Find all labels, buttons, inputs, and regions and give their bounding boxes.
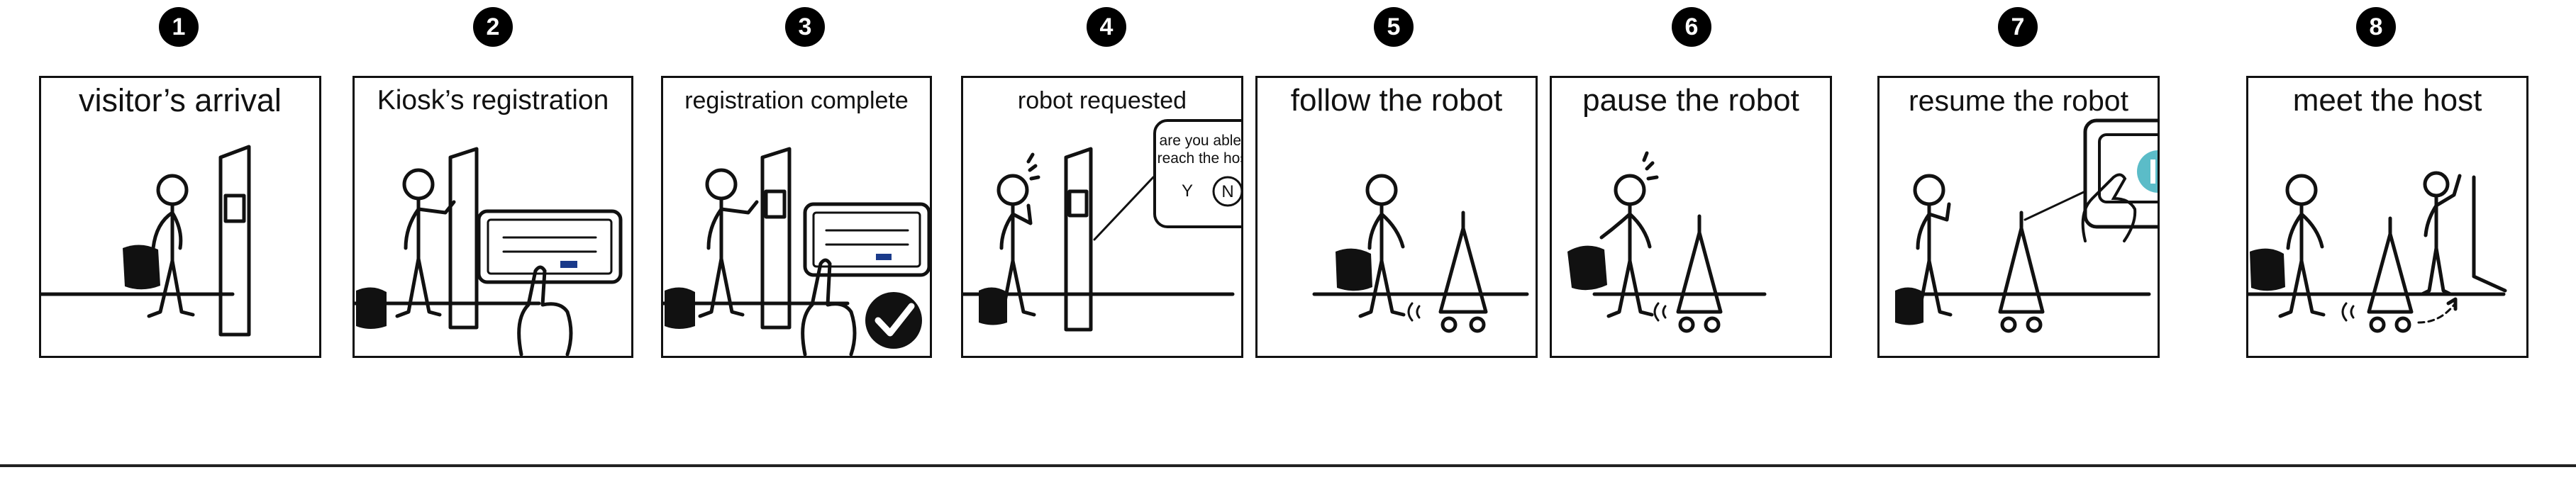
step-number-badge-4: 4 [1087,7,1126,47]
resume-robot-illustration [1895,118,2158,333]
bubble-question-line2: reach the host? [1157,150,1243,167]
panel-resume-robot: resume the robot [1877,76,2160,358]
panel-title: robot requested [1017,86,1187,114]
step-number-badge-6: 6 [1672,7,1711,47]
step-number-badge-8: 8 [2356,7,2396,47]
kiosk-registration-illustration [355,147,623,356]
bubble-no-option: N [1221,182,1233,201]
follow-robot-illustration [1312,174,1529,333]
step-number-badge-2: 2 [473,7,513,47]
bubble-yes-option: Y [1182,181,1193,201]
panel-follow-robot: follow the robot [1255,76,1538,358]
panel-title: registration complete [684,86,909,114]
panel-visitor-arrival: visitor’s arrival [39,76,321,358]
meet-host-illustration [2248,171,2507,333]
robot-requested-illustration: are you able to reach the host? Y N [963,119,1243,332]
pause-robot-illustration [1567,151,1767,333]
panel-pause-robot: pause the robot [1550,76,1832,358]
visitor-arrival-illustration [41,145,251,337]
step-number-badge-1: 1 [159,7,199,47]
panel-title: follow the robot [1290,83,1503,118]
panel-title: visitor’s arrival [79,82,282,118]
step-number-badge-7: 7 [1998,7,2038,47]
panel-title: meet the host [2292,83,2482,118]
step-number-badge-5: 5 [1374,7,1414,47]
bubble-question-line1: are you able to [1160,133,1243,149]
panel-title: pause the robot [1582,83,1799,118]
panel-registration-complete: registration complete [661,76,932,358]
panel-title: resume the robot [1909,84,2128,117]
panel-title: Kiosk’s registration [377,85,609,116]
panel-robot-requested: robot requested are you able to reach th… [961,76,1243,358]
registration-complete-illustration [663,147,930,356]
panel-kiosk-registration: Kiosk’s registration [352,76,633,358]
step-number-badge-3: 3 [785,7,825,47]
panel-meet-host: meet the host [2246,76,2528,358]
bottom-divider [0,464,2576,467]
